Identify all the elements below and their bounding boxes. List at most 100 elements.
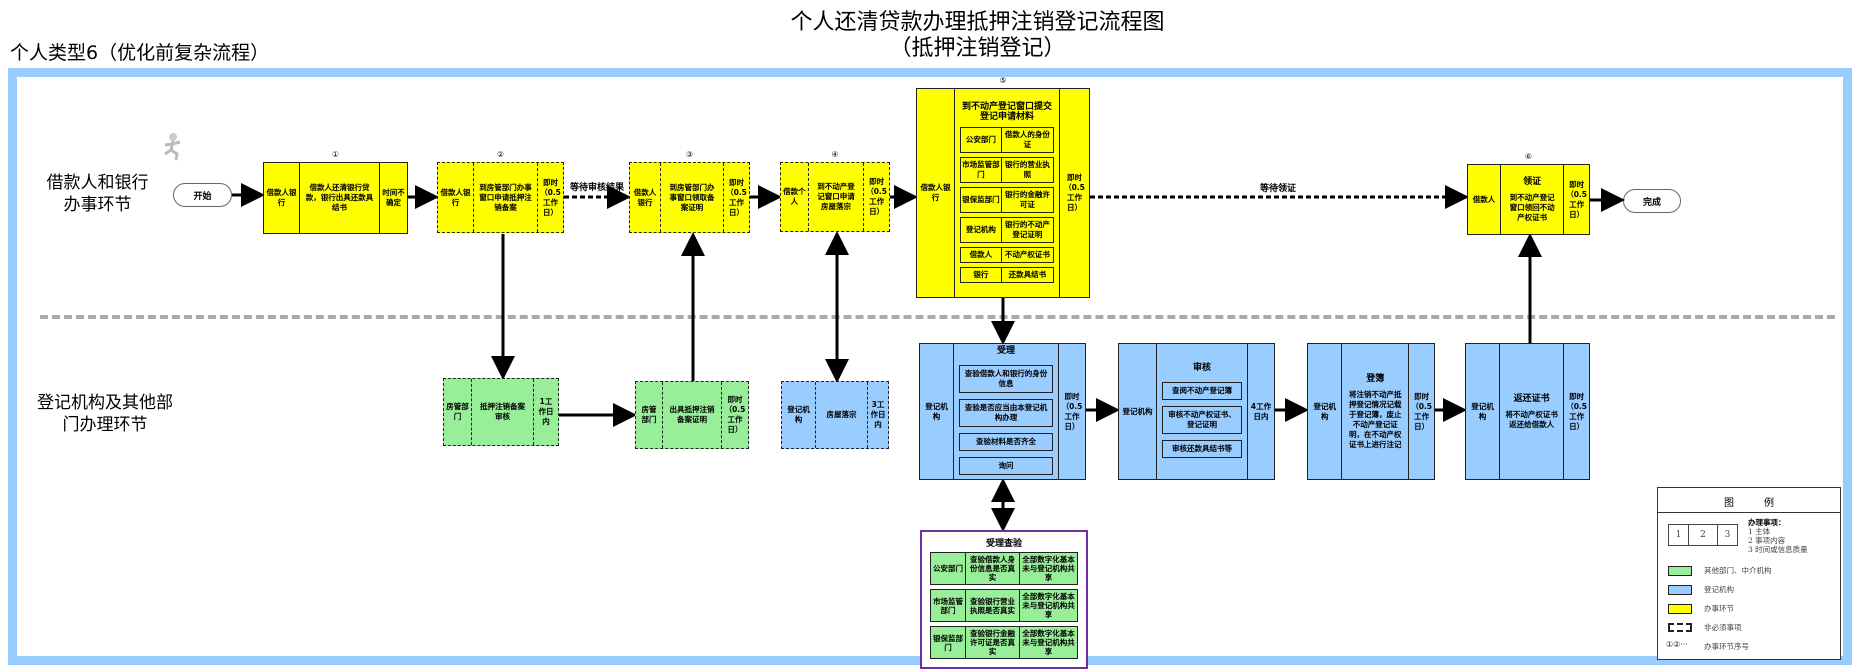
check-status: 全部数字化基本未与登记机构共享	[1019, 553, 1077, 584]
step-title: 受理	[996, 345, 1015, 356]
material-dept: 市场监管部门	[962, 159, 1000, 179]
step-box-s4: 借款个人到不动产登记窗口申请房屋落宗即时（0.5工作日）	[780, 162, 890, 232]
type-label: 个人类型6（优化前复杂流程）	[10, 42, 270, 64]
step-subject: 登记机构	[1313, 401, 1336, 421]
step-item: 询问	[959, 456, 1053, 475]
step-time: 即时（0.5工作日）	[1058, 344, 1085, 479]
check-dept: 市场监管部门	[933, 596, 963, 615]
material-dept: 公安部门	[965, 134, 996, 144]
step-item: 查阅不动产登记簿	[1162, 381, 1242, 400]
step-subject: 借款人银行	[920, 183, 951, 202]
step-box-s6: 借款人领证到不动产登记窗口领回不动产权证书即时（0.5工作日）	[1467, 164, 1590, 235]
material-dept: 银行	[973, 269, 989, 279]
check-row: 市场监管部门查验银行营业执照是否真实全部数字化基本未与登记机构共享	[930, 589, 1078, 622]
legend-sample-2: 2	[1688, 525, 1718, 545]
step-item: 审核不动产权证书、登记证明	[1162, 405, 1242, 434]
step-content: 审核查阅不动产登记簿审核不动产权证书、登记证明审核还款具结书等	[1156, 344, 1247, 479]
step-time: 即时（0.5工作日）	[863, 163, 889, 231]
step-content: 登簿将注销不动产抵押登记情况记载于登记簿，废止不动产登记证明，在不动产权证书上进…	[1341, 344, 1408, 479]
step-subject: 借款人银行	[266, 188, 297, 207]
legend-desc-line: 3 时间或信息质量	[1748, 545, 1808, 554]
step-time: 即时（0.5工作日）	[537, 163, 563, 232]
lane-label-lower: 登记机构及其他部门办理环节	[37, 393, 173, 435]
step-box-s3: 借款人银行到房管部门办事窗口领取备案证明即时（0.5工作日）	[629, 162, 750, 233]
step-number: ④	[831, 150, 839, 159]
step-number: ②	[496, 150, 505, 159]
step-box-g2: 房管部门出具抵押注销备案证明即时（0.5工作日）	[635, 381, 749, 449]
check-row: 公安部门查验借款人身份信息是否真实全部数字化基本未与登记机构共享	[930, 552, 1078, 585]
legend-item-label: 其他部门、中介机构	[1704, 566, 1772, 575]
material-row: 市场监管部门银行的营业执照	[960, 156, 1054, 183]
step-text: 将注销不动产抵押登记情况记载于登记簿，废止不动产登记证明，在不动产权证书上进行注…	[1349, 389, 1402, 449]
step-number: ③	[685, 150, 694, 159]
step-time: 4工作日内	[1247, 344, 1274, 479]
legend-swatch-dashed	[1668, 623, 1692, 632]
step-title: 返还证书	[1513, 393, 1550, 404]
runner-icon	[164, 133, 181, 161]
step-content: 到不动产登记窗口申请房屋落宗	[807, 163, 863, 231]
step-content: 抵押注销备案审核	[471, 379, 533, 445]
step-number: ①	[331, 150, 340, 159]
material-row: 借款人不动产权证书	[960, 246, 1054, 263]
legend-sample-1: 1	[1675, 530, 1682, 540]
material-row: 银保监部门银行的金融许可证	[960, 186, 1054, 213]
check-row: 银保监部门查验银行金融许可证是否真实全部数字化基本未与登记机构共享	[930, 626, 1078, 659]
step-item: 查验材料是否齐全	[959, 432, 1053, 451]
step-text: 到不动产登记窗口申请房屋落宗	[817, 182, 855, 211]
title-sub: （抵押注销登记）	[889, 36, 1066, 61]
step-text: 到房管部门办事窗口申请抵押注销备案	[479, 182, 532, 212]
step-box-s2: 借款人银行到房管部门办事窗口申请抵押注销备案即时（0.5工作日）	[437, 162, 564, 233]
check-status: 全部数字化基本未与登记机构共享	[1019, 627, 1077, 658]
step-text: 抵押注销备案审核	[480, 402, 525, 421]
lane-divider	[40, 315, 1835, 319]
check-dept: 公安部门	[933, 564, 963, 573]
check-content: 查验借款人身份信息是否真实	[965, 553, 1019, 584]
material-row: 银行还款具结书	[960, 266, 1054, 283]
step-text: 将不动产权证书返还给借款人	[1505, 409, 1558, 429]
check-content: 查验银行金融许可证是否真实	[965, 627, 1019, 658]
step-content: 房屋落宗	[815, 382, 867, 448]
legend-sample-box: 1 2 3	[1668, 524, 1738, 546]
legend-swatch-green	[1668, 566, 1692, 576]
step-text: 出具抵押注销备案证明	[669, 405, 715, 424]
end-terminal: 完成	[1623, 189, 1681, 213]
step-subject: 登记机构	[1471, 401, 1494, 421]
step-subject: 借款人	[1472, 194, 1496, 204]
material-name: 银行的营业执照	[1000, 157, 1053, 182]
step-subject: 借款人银行	[633, 187, 657, 207]
acceptance-check-title: 受理查验	[985, 539, 1022, 549]
step-subject: 房管部门	[641, 405, 657, 424]
legend: 图 例 1 2 3 办理事项： 1 主体 2 事项内容 3 时间或信息质量 其他…	[1657, 487, 1841, 660]
check-dept: 银保监部门	[933, 633, 963, 652]
step-text: 借款人还清银行贷款，银行出具还款具结书	[305, 183, 374, 212]
lane-label-upper: 借款人和银行办事环节	[46, 173, 149, 215]
step-time: 1工作日内	[533, 379, 558, 445]
title-main: 个人还清贷款办理抵押注销登记流程图	[790, 10, 1165, 35]
step-time: 即时（0.5工作日）	[1408, 344, 1434, 479]
step-box-b5: 登记机构返还证书将不动产权证书返还给借款人即时（0.5工作日）	[1465, 343, 1590, 480]
step-time: 3工作日内	[867, 382, 888, 448]
legend-desc: 办理事项： 1 主体 2 事项内容 3 时间或信息质量	[1748, 518, 1808, 554]
step-subject: 房管部门	[446, 402, 469, 421]
legend-item-label: 办事环节序号	[1704, 642, 1749, 651]
step-subject: 登记机构	[925, 401, 948, 421]
connector-label-wait-cert: 等待领证	[1259, 184, 1296, 194]
step-text: 房屋落宗	[826, 410, 857, 419]
step-title: 领证	[1523, 176, 1542, 187]
check-status: 全部数字化基本未与登记机构共享	[1019, 590, 1077, 621]
step-box-g1: 房管部门抵押注销备案审核 1工作日内	[443, 378, 559, 446]
step-box-b4: 登记机构登簿将注销不动产抵押登记情况记载于登记簿，废止不动产登记证明，在不动产权…	[1307, 343, 1435, 480]
step-text: 到房管部门办事窗口领取备案证明	[669, 182, 715, 212]
step-time: 时间不确定	[379, 163, 407, 233]
material-name: 银行的金融许可证	[1000, 187, 1053, 212]
step-subject: 借款个人	[783, 187, 806, 206]
legend-swatch-yellow	[1668, 604, 1692, 614]
step-box-b2: 登记机构受理查验借款人和银行的身份信息查验是否应当由本登记机构办理查验材料是否齐…	[919, 343, 1086, 480]
step-subject: 借款人银行	[440, 187, 471, 207]
step-time: 即时（0.5工作日）	[1059, 89, 1089, 297]
step-content: 到不动产登记窗口提交登记申请材料公安部门借款人的身份证市场监管部门银行的营业执照…	[954, 89, 1059, 297]
legend-swatch-blue	[1668, 585, 1692, 595]
legend-item-label: 登记机构	[1704, 585, 1734, 594]
legend-title: 图 例	[1658, 488, 1840, 513]
